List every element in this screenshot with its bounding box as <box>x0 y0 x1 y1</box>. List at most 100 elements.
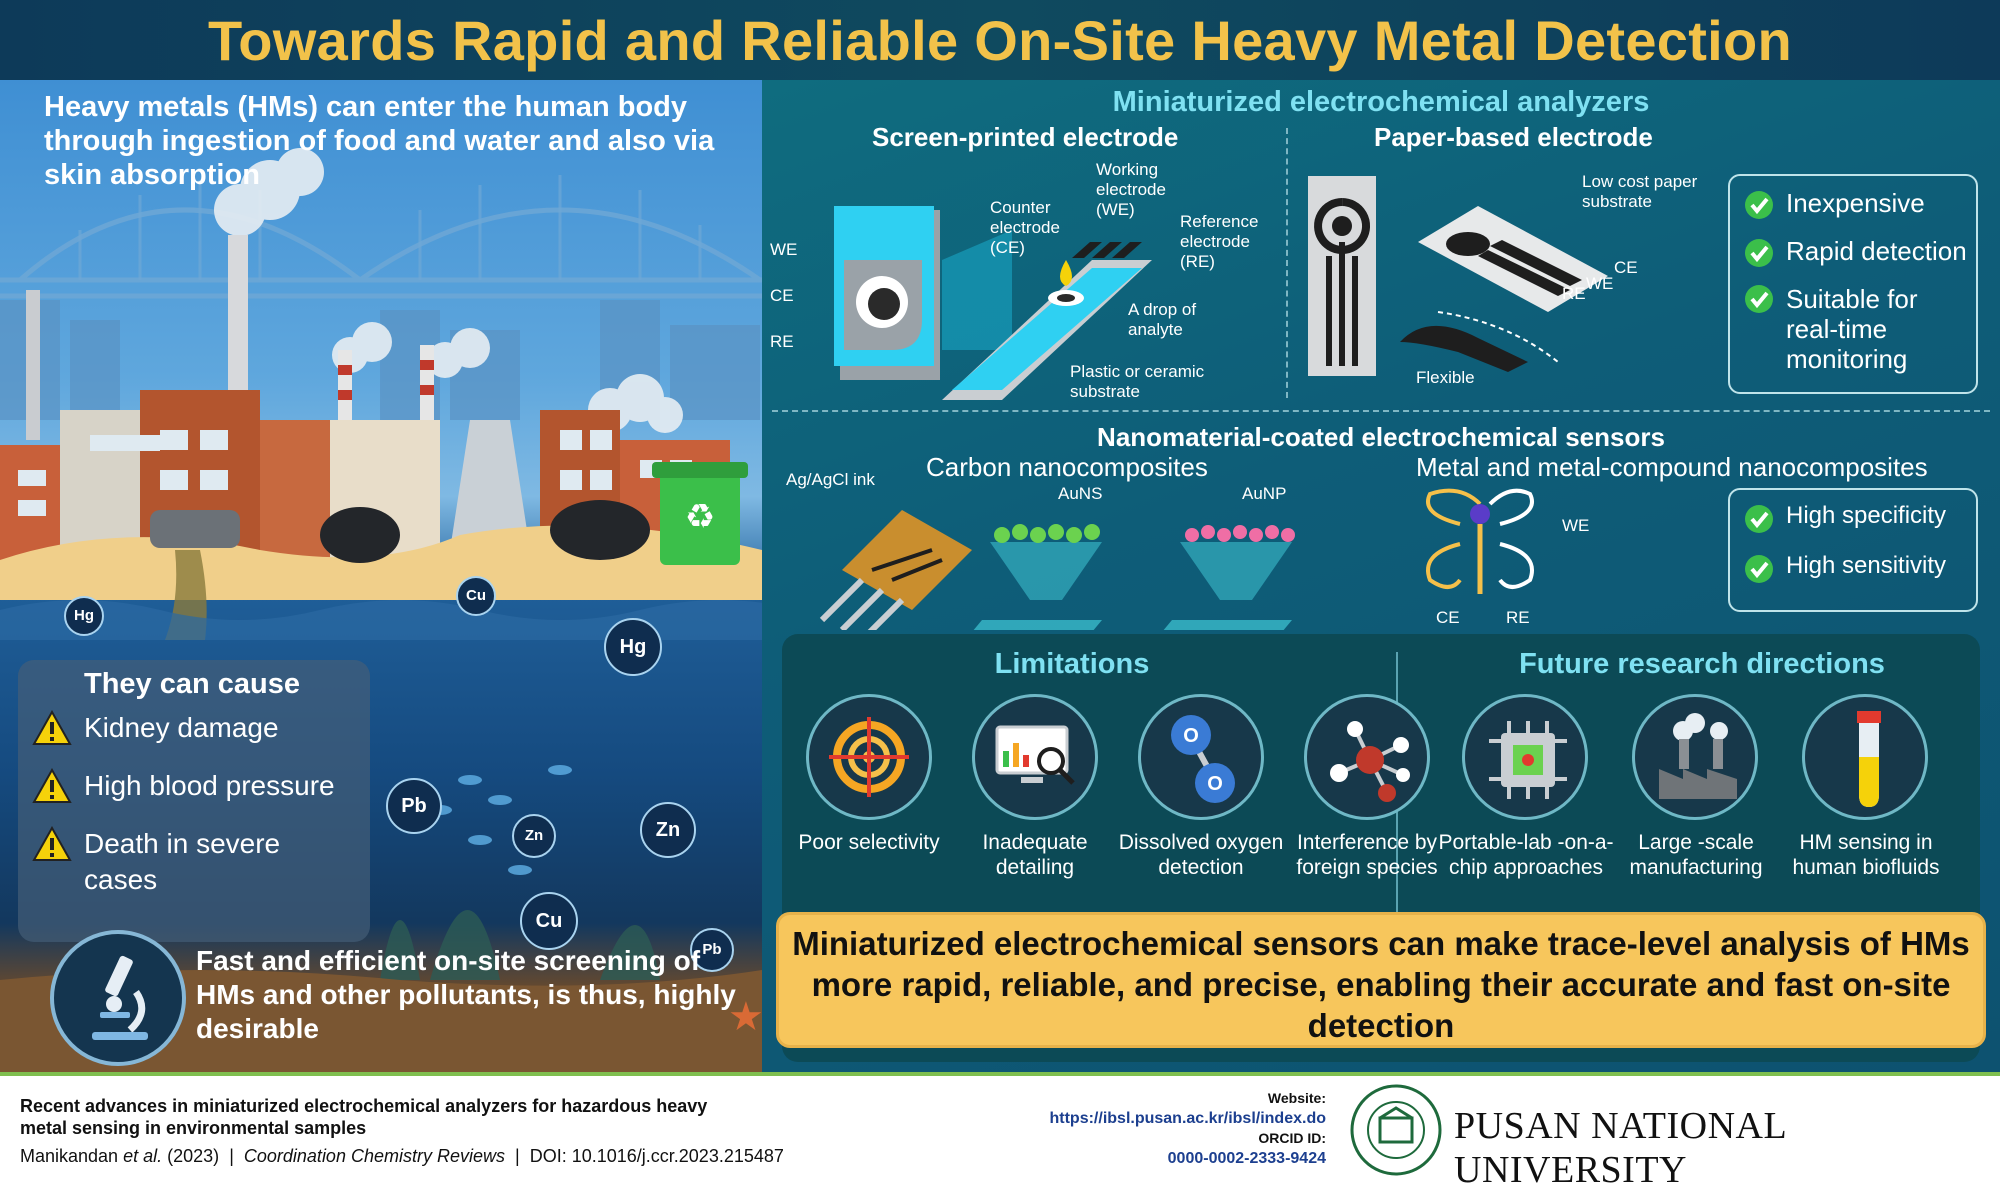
pollution-scene: ♻ ★ Heavy metals (HMs) can enter the hum… <box>0 80 762 1072</box>
journal: Coordination Chemistry Reviews <box>243 1146 505 1166</box>
year: (2023) <box>167 1146 220 1166</box>
website-link[interactable]: https://ibsl.pusan.ac.kr/ibsl/index.do <box>1049 1110 1327 1127</box>
zn-label: Zn <box>512 814 556 858</box>
limitation-label: Dissolved oxygen detection <box>1118 831 1284 879</box>
metal-title: Metal and metal-compound nanocomposites <box>1416 452 1928 482</box>
limitation-label: Poor selectivity <box>798 831 940 854</box>
check-icon <box>1745 505 1773 534</box>
benefit-text: High sensitivity <box>1786 552 1947 579</box>
spe-we-label: WE <box>770 240 798 259</box>
limitations-title: Limitations <box>994 648 1150 680</box>
cause-text: High blood pressure <box>84 770 335 801</box>
benefit-text: Suitable for real-time monitoring <box>1786 284 1918 374</box>
separator: | <box>229 1146 234 1166</box>
et-al: et al. <box>123 1146 163 1166</box>
website-label: Website: <box>1267 1090 1326 1106</box>
check-icon <box>1745 239 1773 268</box>
benefit-text: Rapid detection <box>1786 236 1967 266</box>
molecule-icon <box>1330 721 1410 802</box>
cu-label: Cu <box>456 576 496 616</box>
cause-item: High blood pressure <box>32 768 335 812</box>
carbon-title: Carbon nanocomposites <box>926 452 1208 482</box>
chip-icon <box>1489 721 1567 799</box>
limitation-icon-circle <box>972 694 1098 820</box>
limitation-icon-circle: O O <box>1138 694 1264 820</box>
university-seal-icon <box>1350 1084 1442 1176</box>
check-icon <box>1745 191 1773 220</box>
page-title: Towards Rapid and Reliable On-Site Heavy… <box>207 9 1793 72</box>
svg-text:★: ★ <box>728 994 762 1040</box>
paper-title: Paper-based electrode <box>1374 122 1653 152</box>
intro-text: Heavy metals (HMs) can enter the human b… <box>44 91 715 191</box>
conclusion-text: Miniaturized electrochemical sensors can… <box>792 925 1970 1044</box>
doi: DOI: 10.1016/j.ccr.2023.215487 <box>529 1146 784 1166</box>
citation: Manikandan et al. (2023) | Coordination … <box>20 1146 784 1167</box>
hg-label: Hg <box>604 618 662 676</box>
svg-text:♻: ♻ <box>685 497 715 537</box>
benefit-item: Rapid detection <box>1744 236 1967 268</box>
nanocomposite-illustration <box>819 510 1295 630</box>
benefit-item: Inexpensive <box>1744 188 1925 220</box>
future-label: Portable-lab -on-a-chip approaches <box>1438 831 1614 879</box>
check-icon <box>1745 285 1773 313</box>
flexible-label: Flexible <box>1416 368 1475 387</box>
orcid-label: ORCID ID: <box>1258 1130 1326 1146</box>
miniaturized-title: Miniaturized electrochemical analyzers <box>1112 86 1650 118</box>
microscope-circle <box>50 930 186 1066</box>
substrate-label: Plastic or ceramic substrate <box>1070 362 1205 401</box>
spe-illustration <box>834 206 1152 400</box>
benefits-box: Inexpensive Rapid detection Suitable for… <box>1728 174 1978 394</box>
benefit-text: Inexpensive <box>1786 188 1925 218</box>
svg-text:O: O <box>1183 725 1199 747</box>
limitation-icon-circle <box>806 694 932 820</box>
analyte-drop-label: A drop of analyte <box>1128 300 1197 339</box>
svg-text:O: O <box>1207 773 1223 795</box>
footer: Recent advances in miniaturized electroc… <box>0 1072 2000 1191</box>
cause-item: Kidney damage <box>32 710 279 754</box>
nanomaterial-title: Nanomaterial-coated electrochemical sens… <box>1097 422 1665 452</box>
hg-label: Hg <box>64 596 104 636</box>
reference-electrode-label: Reference electrode (RE) <box>1180 212 1259 271</box>
metal-sensor-illustration <box>1426 488 1534 594</box>
monitor-magnifier-icon <box>995 725 1075 785</box>
causes-box: They can cause Kidney damage High blood … <box>18 660 370 942</box>
future-label: Large -scale manufacturing <box>1629 831 1763 879</box>
metal-we-label: WE <box>1562 516 1590 535</box>
cu-label: Cu <box>520 892 578 950</box>
cause-text: Kidney damage <box>84 712 279 743</box>
limitation-icon-circle <box>1304 694 1430 820</box>
paper-title-line-1: Recent advances in miniaturized electroc… <box>20 1096 708 1116</box>
benefit-text: High specificity <box>1786 502 1947 529</box>
future-title: Future research directions <box>1519 648 1885 680</box>
pollution-illustration: ♻ ★ <box>0 148 762 1072</box>
orcid-id[interactable]: 0000-0002-2333-9424 <box>1167 1150 1326 1167</box>
warning-icon <box>32 768 72 803</box>
limitation-label: Interference by foreign species <box>1296 831 1438 879</box>
benefit-item: High specificity <box>1744 502 1946 534</box>
benefit-item: High sensitivity <box>1744 552 1946 584</box>
cause-item: Death in severe cases <box>32 826 362 895</box>
screening-text: Fast and efficient on-site screening of … <box>196 945 736 1044</box>
counter-electrode-label: Counter electrode (CE) <box>990 198 1060 257</box>
paper-substrate-label: Low cost paper substrate <box>1582 172 1698 211</box>
title-bar: Towards Rapid and Reliable On-Site Heavy… <box>0 0 2000 80</box>
test-tube-icon <box>1857 711 1881 807</box>
right-panel: Miniaturized electrochemical analyzers S… <box>762 80 2000 1072</box>
pb-label: Pb <box>386 778 442 834</box>
spe-re-label: RE <box>770 332 794 351</box>
future-icon-circle <box>1462 694 1588 820</box>
paper-title-line-2: metal sensing in environmental samples <box>20 1118 367 1138</box>
future-icon-circle <box>1802 694 1928 820</box>
warning-icon <box>32 710 72 745</box>
limitation-label: Inadequate detailing <box>982 831 1088 879</box>
oxygen-molecule-icon: O O <box>1171 715 1235 803</box>
divider <box>772 410 1990 412</box>
spe-ce-label: CE <box>770 286 794 305</box>
aunp-label: AuNP <box>1242 484 1287 503</box>
paper-we-label: WE <box>1586 274 1614 293</box>
separator: | <box>515 1146 520 1166</box>
authors: Manikandan <box>20 1146 119 1166</box>
cause-text: Death in severe cases <box>84 828 281 895</box>
paper-ce-label: CE <box>1614 258 1638 277</box>
metal-re-label: RE <box>1506 608 1530 627</box>
